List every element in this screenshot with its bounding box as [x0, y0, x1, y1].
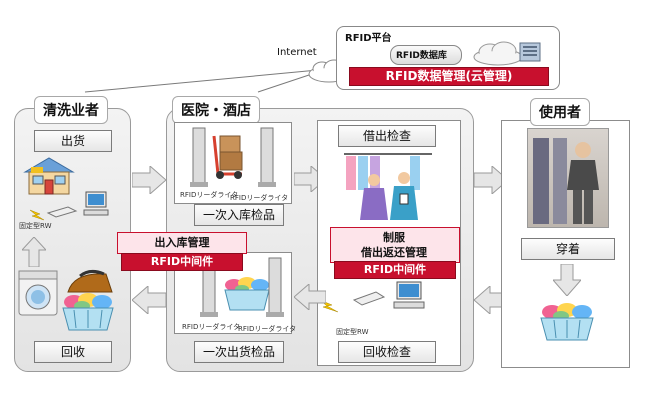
arrow-right-1 [132, 166, 166, 194]
collect-label: 回收 [34, 341, 112, 363]
laundry-reader-caption: 固定型RW [19, 222, 52, 230]
inout-management-box: 出入库管理 [117, 232, 247, 254]
laundry-title: 清洗业者 [34, 96, 108, 124]
reader-caption-3: RFIDリーダライタ [182, 323, 241, 331]
reader-caption-1: RFIDリーダライタ [180, 191, 239, 199]
inout-middleware-bar: RFID中间件 [121, 253, 243, 271]
ship-label: 出货 [34, 130, 112, 152]
computer-icon [83, 191, 109, 216]
return-check-label: 回收检查 [338, 341, 436, 363]
fixed-reader-icon [46, 206, 78, 218]
arrow-left-1 [132, 286, 166, 314]
signal-bolt-icon [29, 209, 45, 221]
rfid-data-management-bar: RFID数据管理(云管理) [349, 67, 549, 86]
server-cloud-icon [473, 41, 541, 66]
internet-label: Internet [277, 47, 317, 58]
uniform-management-box [330, 227, 460, 263]
hospital-title: 医院・酒店 [172, 96, 260, 124]
user-title: 使用者 [530, 98, 590, 126]
rfid-reader-gate-left [190, 127, 208, 187]
user-basket-icon [540, 303, 594, 341]
rfid-reader-gate-out-right [266, 257, 284, 317]
first-inbound-label: 一次入库检品 [194, 204, 284, 226]
arrow-left-2 [294, 284, 326, 310]
first-outbound-label: 一次出货检品 [194, 341, 284, 363]
return-reader-caption: 固定型RW [336, 328, 369, 336]
clothing-rack-staff-icon [344, 153, 432, 220]
up-arrow [22, 237, 46, 267]
rfid-reader-gate-right [258, 127, 276, 187]
return-fixed-reader-icon [352, 291, 386, 306]
uniform-title-1: 制服 [383, 231, 405, 244]
return-computer-icon [393, 281, 425, 309]
rfid-platform-title: RFID平台 [345, 33, 392, 44]
reader-caption-4: RFIDリーダライタ [238, 325, 297, 333]
iron-icon [67, 269, 113, 293]
wear-label: 穿着 [521, 238, 615, 260]
down-arrow [553, 264, 581, 296]
outbound-basket-icon [224, 277, 270, 311]
user-person-icon [533, 138, 599, 224]
arrow-right-3 [474, 166, 508, 194]
rfid-database-label: RFID数据库 [396, 51, 447, 61]
hand-truck-boxes-icon [212, 135, 243, 179]
washing-machine-icon [18, 270, 58, 316]
rfid-database-box [390, 45, 462, 65]
reader-caption-2: RFIDリーダライタ [230, 194, 289, 202]
laundry-shop-icon [23, 157, 75, 195]
uniform-middleware-bar: RFID中间件 [334, 261, 456, 279]
lend-check-label: 借出检查 [338, 125, 436, 147]
laundry-basket-icon [62, 293, 114, 331]
uniform-title-2: 借出返还管理 [361, 246, 427, 259]
